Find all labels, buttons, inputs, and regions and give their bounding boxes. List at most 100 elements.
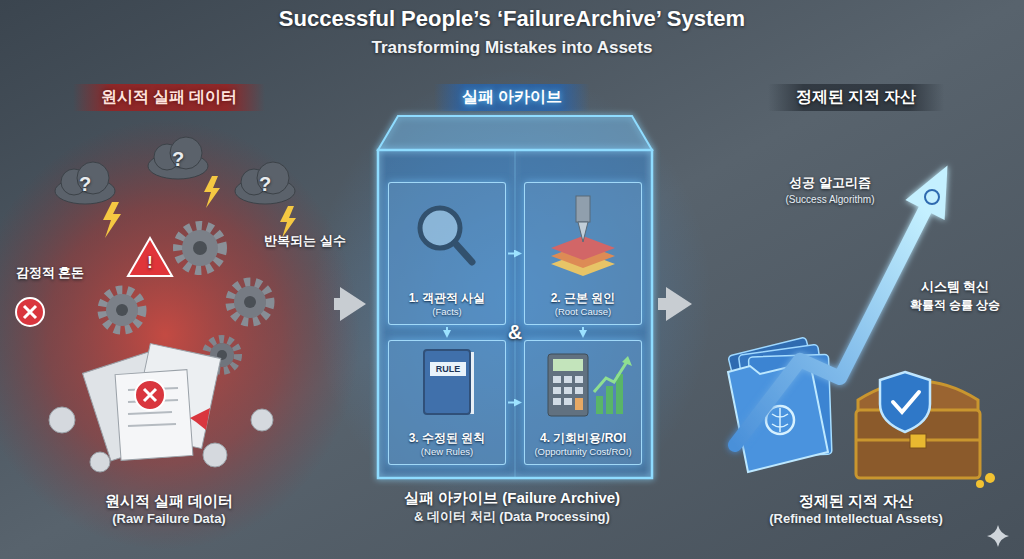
- paper-pile: [115, 370, 193, 461]
- storm-clouds: [148, 137, 208, 179]
- folder-stack: [772, 408, 788, 432]
- title: Successful People’s ‘FailureArchive’ Sys…: [279, 6, 745, 32]
- red-haze: [0, 120, 360, 550]
- step-arrow: [446, 327, 448, 334]
- node-heading: 원시적 실패 데이터: [73, 84, 266, 111]
- question-mark: ?: [172, 149, 184, 169]
- crumpled-paper: [251, 409, 273, 431]
- gears: [230, 282, 270, 322]
- gears: [116, 304, 128, 316]
- gears: [230, 282, 270, 322]
- storm-clouds: [77, 162, 109, 194]
- error-marks: [24, 306, 36, 318]
- blue-haze: [312, 70, 712, 530]
- archive-cube: [378, 150, 652, 478]
- node-text: (Raw Failure Data): [112, 511, 225, 526]
- crumpled-paper: [49, 407, 273, 472]
- node-heading: 3. 수정된 원칙: [409, 431, 486, 446]
- algorithm-sub: (Success Algorithm): [786, 195, 875, 205]
- error-marks: [16, 298, 44, 326]
- step-arrow: [508, 253, 518, 255]
- node-text: (Refined Intellectual Assets): [769, 511, 943, 526]
- question-mark: ?: [79, 174, 91, 194]
- treasure-chest: [976, 480, 984, 488]
- error-marks: [144, 389, 156, 401]
- shield-icon: [880, 372, 930, 432]
- node-text: (Facts): [432, 306, 462, 318]
- paper-pile: [83, 344, 221, 461]
- gears: [106, 294, 138, 326]
- mistake-label: 반복되는 실수: [264, 234, 346, 247]
- gears: [178, 226, 222, 270]
- storm-clouds: [55, 137, 295, 204]
- gears: [102, 226, 270, 371]
- archive-cube: [515, 150, 516, 478]
- node-heading: 정제된 지적 자산: [768, 84, 945, 111]
- folder-stack: [728, 337, 832, 472]
- gears: [182, 230, 218, 266]
- ampersand: &: [508, 322, 522, 342]
- growth-arrow: [905, 165, 947, 220]
- node-text: (Opportunity Cost/ROI): [534, 446, 631, 458]
- lightning: [103, 202, 121, 238]
- treasure-chest: [985, 473, 995, 483]
- header: Successful People’s ‘FailureArchive’ Sys…: [0, 6, 1024, 32]
- node-text: & 데이터 처리 (Data Processing): [414, 508, 610, 526]
- step-arrow: [582, 327, 584, 334]
- storm-clouds: [235, 162, 295, 204]
- flow-arrow: [658, 298, 676, 310]
- growth-arrow: [925, 190, 939, 204]
- chaos-label: 감정적 혼돈: [16, 266, 85, 279]
- error-marks: [16, 298, 210, 430]
- warning-mark: !: [147, 255, 152, 271]
- question-mark: ?: [259, 174, 271, 194]
- node-text: (New Rules): [421, 446, 473, 458]
- crumpled-paper: [90, 452, 110, 472]
- sparkle: [987, 525, 1009, 547]
- flow-arrow: [334, 298, 350, 310]
- lightning: [204, 176, 220, 208]
- gears: [178, 226, 222, 270]
- storm-clouds: [257, 162, 289, 194]
- gears: [193, 241, 207, 255]
- step-arrow: [508, 402, 518, 404]
- process-box: 4. 기회비용/ROI(Opportunity Cost/ROI): [524, 340, 642, 465]
- paper-pile: [128, 412, 172, 414]
- node-text: 실패 아카이브 (Failure Archive): [404, 489, 620, 508]
- node-text: (Root Cause): [555, 306, 612, 318]
- warning-triangle: [128, 238, 172, 276]
- error-marks: [135, 380, 165, 410]
- shield-icon: [893, 392, 919, 412]
- gears: [244, 296, 256, 308]
- archive-cube: [378, 116, 652, 478]
- process-box: 3. 수정된 원칙(New Rules): [388, 340, 506, 465]
- gears: [102, 290, 142, 330]
- crumpled-paper: [49, 407, 75, 433]
- storm-clouds: [170, 137, 202, 169]
- growth-arrow: [735, 210, 925, 445]
- archive-panel: 실패 아카이브실패 아카이브 (Failure Archive)& 데이터 처리…: [368, 78, 656, 530]
- error-marks: [190, 408, 210, 430]
- gears: [234, 286, 266, 318]
- node-text: 원시적 실패 데이터: [105, 492, 233, 511]
- paper-pile: [128, 424, 176, 426]
- book-label: RULE: [436, 365, 461, 374]
- process-box: 1. 객관적 사실(Facts): [388, 182, 506, 325]
- archive-cube: [378, 116, 652, 150]
- probability-label: 확률적 승률 상승: [910, 299, 1001, 311]
- process-box: 2. 근본 원인(Root Cause): [524, 182, 642, 325]
- subtitle: Transforming Mistakes into Assets: [372, 39, 653, 56]
- node-heading: 실패 아카이브: [434, 84, 590, 111]
- algorithm-label: 성공 알고리즘: [789, 176, 871, 189]
- treasure-chest: [910, 434, 926, 448]
- node-heading: 1. 객관적 사실: [409, 291, 486, 306]
- node-text: 정제된 지적 자산: [799, 492, 912, 511]
- raw-data-panel: 원시적 실패 데이터원시적 실패 데이터(Raw Failure Data): [6, 78, 332, 530]
- node-heading: 4. 기회비용/ROI: [540, 431, 626, 446]
- shield-icon: [880, 372, 930, 432]
- node-heading: 2. 근본 원인: [551, 291, 616, 306]
- crumpled-paper: [203, 443, 227, 467]
